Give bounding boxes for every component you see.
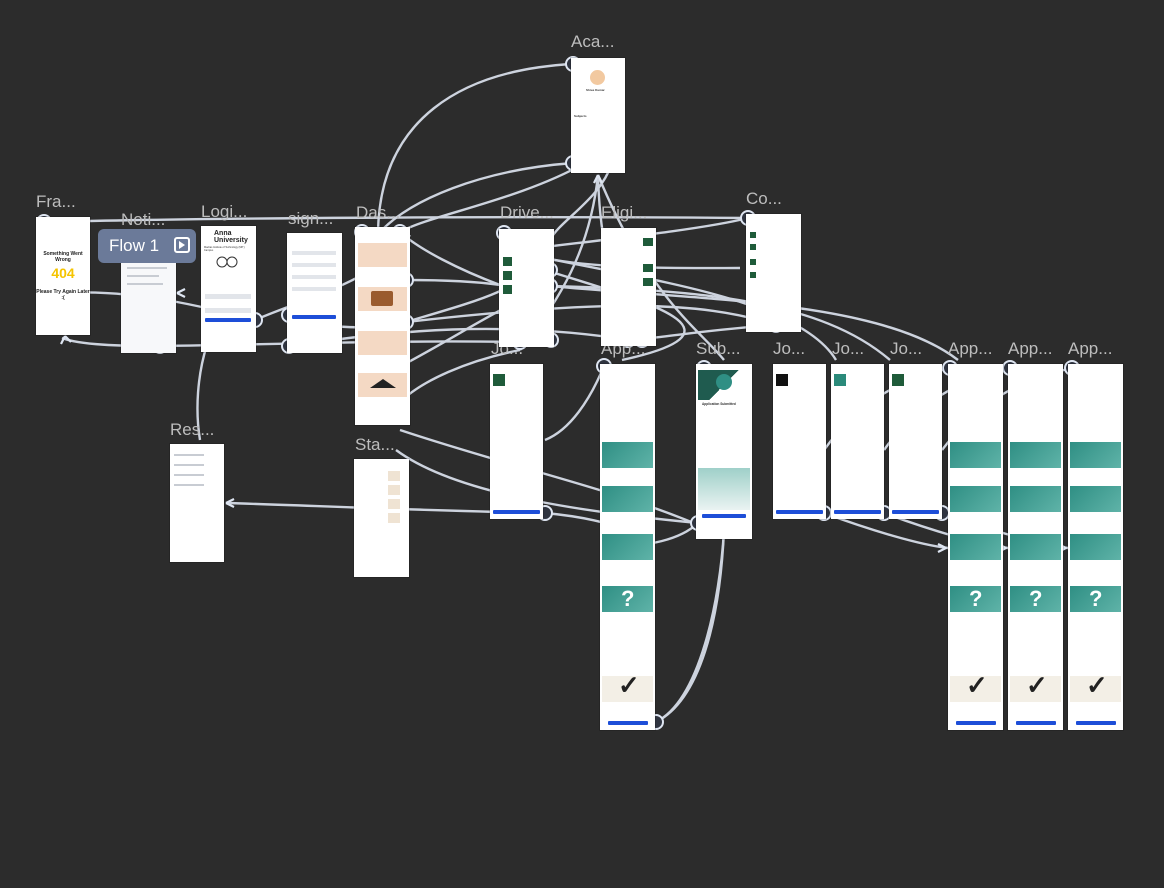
frame-academic[interactable]: Shree Kumar Subjects [571,58,625,173]
frame-apply-a[interactable]: ? ✓ [600,364,655,730]
flow-badge[interactable]: Flow 1 [98,229,196,263]
college-name: Madras Institute of Technology (MIT) Cam… [204,246,245,252]
login-button[interactable] [205,318,251,322]
frame-dashboard[interactable] [355,227,410,425]
frame-apply-d[interactable]: ? ✓ [1068,364,1123,730]
frame-submitted[interactable]: Application Submitted [696,364,752,539]
submitted-heading: Application Submitted [702,402,736,406]
frame-status[interactable] [354,459,409,577]
frame-eligibility[interactable] [601,228,656,346]
frame-label-notifications[interactable]: Noti... [121,210,166,229]
logo-icon [216,256,238,268]
frame-results[interactable] [170,444,224,562]
frame-label-signup[interactable]: sign... [288,209,334,228]
frame-label-results[interactable]: Res... [170,420,215,439]
dashboard-card-briefcase[interactable] [358,287,407,311]
frame-label-jobs-c[interactable]: Jo... [832,339,865,358]
subjects-heading: Subjects [574,114,587,118]
signup-button[interactable] [292,315,336,319]
dashboard-card-calendar[interactable] [358,243,407,267]
frame-label-apply-b[interactable]: App... [948,339,993,358]
frame-apply-b[interactable]: ? ✓ [948,364,1003,730]
frame-label-drives[interactable]: Drive... [500,203,554,222]
play-icon[interactable] [174,237,190,253]
frame-job-detail-d[interactable] [889,364,942,519]
frame-login[interactable]: Anna University Madras Institute of Tech… [201,226,256,352]
frame-drives[interactable] [499,229,554,347]
frame-label-academic[interactable]: Aca... [571,32,615,51]
frame-job-detail-a[interactable] [490,364,543,519]
frame-label-login[interactable]: Logi... [201,202,248,221]
frame-apply-c[interactable]: ? ✓ [1008,364,1063,730]
frame-job-detail-b[interactable] [773,364,826,519]
dashboard-card-search[interactable] [358,331,407,355]
frame-label-apply-d[interactable]: App... [1068,339,1113,358]
error-subtitle: Please Try Again Later :( [36,289,90,301]
frame-label-dashboard[interactable]: Das... [356,203,401,222]
error-title: Something Went Wrong [43,251,83,263]
frame-label-companies[interactable]: Co... [746,189,782,208]
frame-label-eligibility[interactable]: Eligi... [601,203,648,222]
frame-label-submitted[interactable]: Sub... [696,339,741,358]
frame-label-status[interactable]: Sta... [355,435,395,454]
university-name: Anna University [214,230,248,244]
avatar [590,70,605,85]
dashboard-card-graduation[interactable] [358,373,407,397]
frame-label-frame[interactable]: Fra... [36,192,76,211]
frame-label-jobs-d[interactable]: Jo... [890,339,923,358]
error-code: 404 [51,265,75,281]
flow-badge-label: Flow 1 [109,236,160,255]
frame-label-apply-c[interactable]: App... [1008,339,1053,358]
frame-job-detail-c[interactable] [831,364,884,519]
frame-404[interactable]: Something Went Wrong 404 Please Try Agai… [36,217,90,335]
frame-label-jobs-b[interactable]: Jo... [773,339,806,358]
student-name: Shree Kumar [586,88,605,92]
frame-companies[interactable] [746,214,801,332]
frame-signup[interactable] [287,233,342,353]
